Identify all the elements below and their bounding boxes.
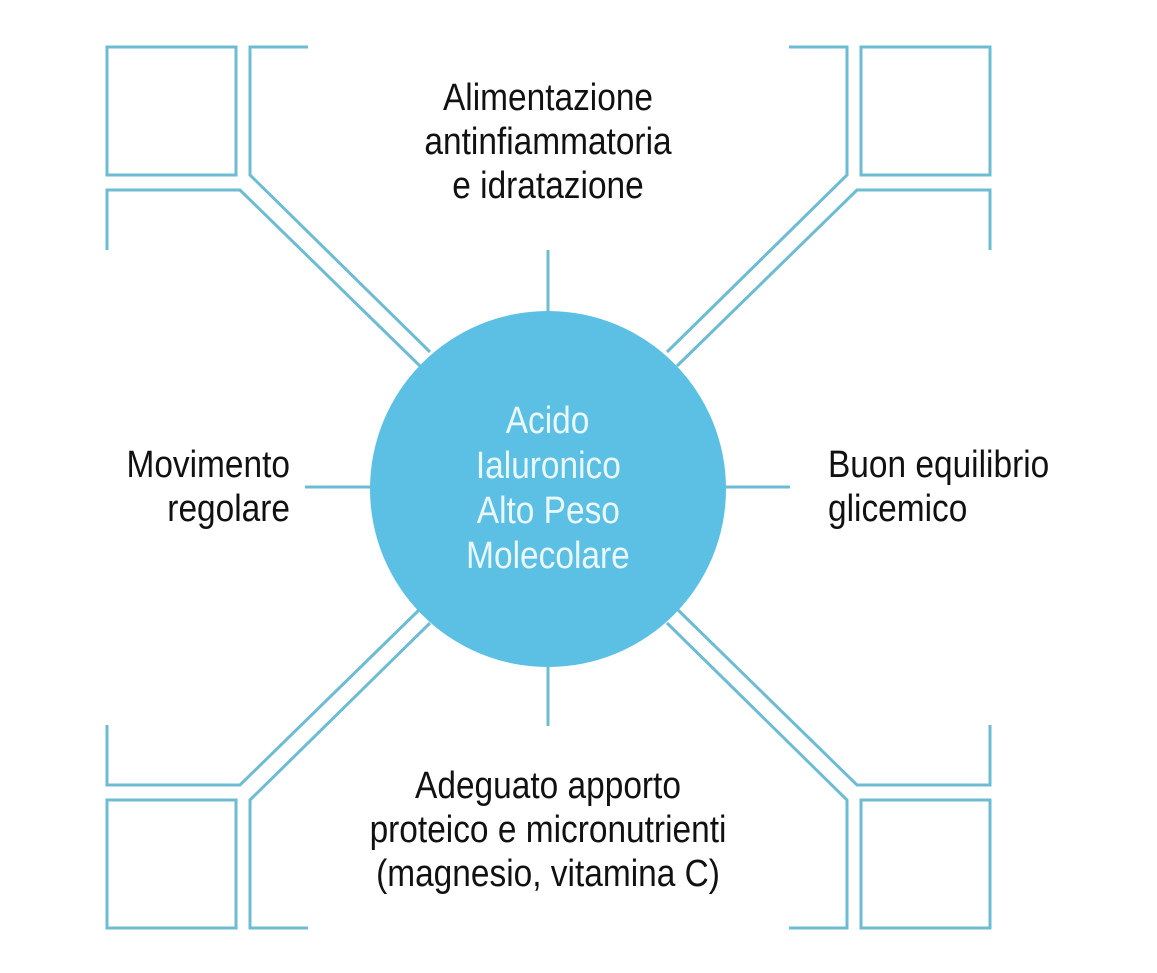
node-left: Movimento regolare — [61, 443, 290, 531]
node-line: Movimento — [126, 444, 291, 486]
node-line: (magnesio, vitamina C) — [376, 853, 720, 895]
node-line: antinfiammatoria — [424, 121, 672, 163]
node-right: Buon equilibrio glicemico — [828, 443, 1110, 531]
center-line: Acido — [506, 400, 590, 442]
node-line: Alimentazione — [442, 77, 654, 119]
node-line: Adeguato apporto — [415, 765, 681, 807]
node-line: proteico e micronutrienti — [369, 809, 727, 851]
node-line: regolare — [167, 488, 290, 530]
center-circle — [370, 311, 726, 667]
node-line: e idratazione — [452, 165, 644, 207]
node-bottom: Adeguato apporto proteico e micronutrien… — [319, 764, 777, 896]
node-line: glicemico — [828, 488, 968, 530]
node-line: Buon equilibrio — [828, 444, 1050, 486]
center-line: Ialuronico — [475, 445, 621, 487]
node-top: Alimentazione antinfiammatoria e idrataz… — [372, 76, 724, 208]
corner-frame-top-left — [105, 45, 432, 368]
center-line: Molecolare — [466, 535, 630, 577]
center-node: Acido Ialuronico Alto Peso Molecolare — [370, 311, 726, 667]
center-line: Alto Peso — [476, 490, 620, 532]
